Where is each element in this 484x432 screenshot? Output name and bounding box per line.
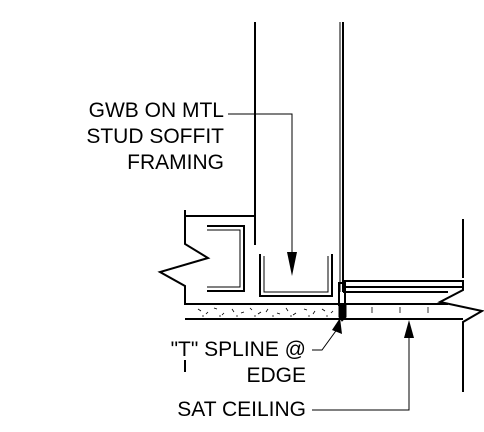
gwb-callout-line-1: GWB ON MTL (88, 99, 224, 122)
spline-callout-label: "T" SPLINE @ EDGE (171, 337, 306, 389)
break-line-icon (437, 219, 484, 392)
soffit-framing (185, 215, 333, 297)
leader-arrow-icon (332, 318, 342, 334)
spline-leader (312, 318, 342, 351)
gwb-callout-line-2: STUD SOFFIT (86, 125, 224, 148)
sat-callout-label: SAT CEILING (177, 397, 306, 423)
break-line-icon (157, 210, 211, 372)
gwb-leader (228, 113, 297, 276)
gwb-callout-line-3: FRAMING (127, 151, 224, 174)
gwb-callout-label: GWB ON MTL STUD SOFFIT FRAMING (86, 98, 224, 176)
leader-arrow-icon (404, 320, 414, 338)
sat-leader (312, 320, 414, 411)
gwb-board (185, 303, 343, 320)
soffit-walls (254, 22, 344, 292)
sat-ceiling-assembly (338, 280, 464, 322)
leader-arrow-icon (287, 252, 297, 276)
spline-callout-line-2: EDGE (246, 364, 306, 387)
sat-callout-line-1: SAT CEILING (177, 398, 306, 421)
spline-callout-line-1: "T" SPLINE @ (170, 338, 306, 361)
